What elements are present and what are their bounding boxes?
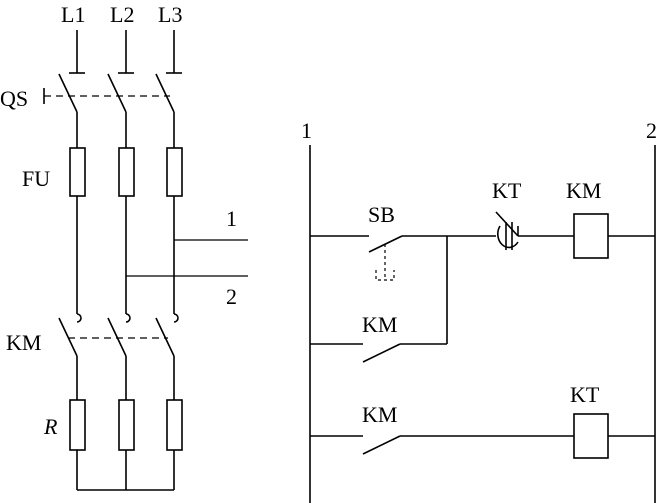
fuse-label: FU bbox=[22, 166, 50, 191]
isolator-switch: QS bbox=[0, 73, 175, 113]
pushbutton-label: SB bbox=[368, 202, 395, 227]
timer-coil-label: KT bbox=[570, 382, 600, 407]
phase-label-l1: L1 bbox=[61, 2, 85, 27]
rung-2: KM bbox=[310, 236, 448, 363]
fuses: FU bbox=[22, 147, 183, 197]
contactor-main-contacts: KM bbox=[6, 313, 179, 357]
timer-enable-label: KM bbox=[362, 402, 397, 427]
isolator-label: QS bbox=[0, 86, 28, 111]
contactor-coil-label: KM bbox=[566, 178, 601, 203]
rung-1: SB KT KM bbox=[310, 178, 655, 281]
terminal-label-2: 2 bbox=[226, 284, 237, 309]
contactor-coil bbox=[573, 213, 609, 259]
supply-wires bbox=[69, 30, 182, 74]
rail-label-1: 1 bbox=[301, 118, 312, 143]
contactor-main-label: KM bbox=[6, 330, 41, 355]
power-circuit: L1 L2 L3 QS FU bbox=[0, 2, 248, 491]
timer-coil bbox=[573, 413, 609, 459]
resistors: R bbox=[43, 399, 183, 451]
phase-label-l2: L2 bbox=[110, 2, 134, 27]
control-supply-taps: 1 2 bbox=[126, 206, 248, 309]
control-circuit: 1 2 SB KT KM KM bbox=[301, 118, 657, 503]
rung-3: KM KT bbox=[310, 382, 655, 459]
rail-label-2: 2 bbox=[646, 118, 657, 143]
resistor-label: R bbox=[43, 414, 58, 439]
terminal-label-1: 1 bbox=[226, 206, 237, 231]
hold-contact-label: KM bbox=[362, 312, 397, 337]
star-connection bbox=[76, 450, 175, 491]
phase-label-l3: L3 bbox=[158, 2, 182, 27]
timer-contact-label: KT bbox=[492, 178, 522, 203]
